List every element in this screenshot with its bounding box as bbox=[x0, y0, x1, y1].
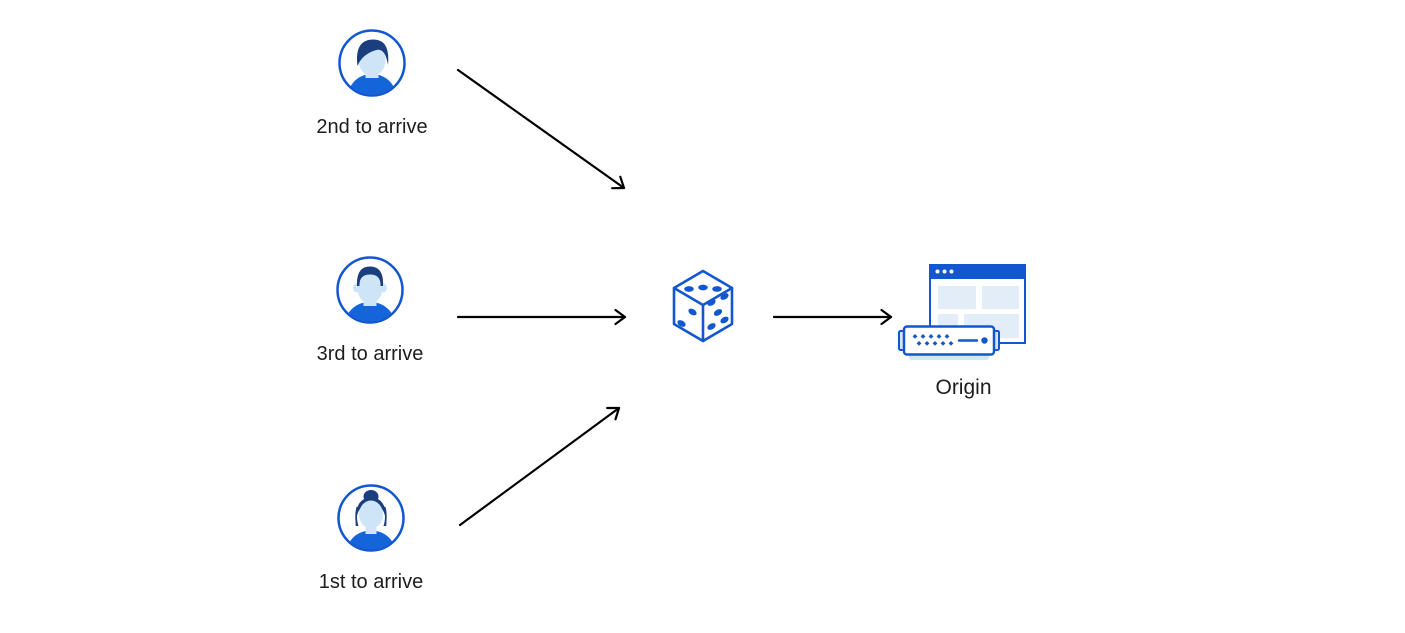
client-label: 1st to arrive bbox=[318, 571, 424, 593]
client-node-2nd: 2nd to arrive bbox=[302, 28, 442, 139]
client-label: 2nd to arrive bbox=[316, 116, 428, 138]
arrow-2nd-to-dice bbox=[456, 68, 626, 190]
origin-server-icon bbox=[898, 264, 1026, 360]
origin-node bbox=[896, 263, 1031, 368]
arrow-1st-to-dice bbox=[458, 406, 621, 527]
client-node-3rd: 3rd to arrive bbox=[300, 255, 440, 366]
user-avatar-icon bbox=[336, 256, 404, 324]
dice-node bbox=[668, 267, 738, 347]
user-avatar-icon bbox=[337, 484, 405, 552]
user-avatar-icon bbox=[338, 29, 406, 97]
client-node-1st: 1st to arrive bbox=[301, 483, 441, 594]
origin-label: Origin bbox=[935, 376, 992, 399]
dice-icon bbox=[672, 269, 734, 343]
client-label: 3rd to arrive bbox=[316, 343, 424, 365]
